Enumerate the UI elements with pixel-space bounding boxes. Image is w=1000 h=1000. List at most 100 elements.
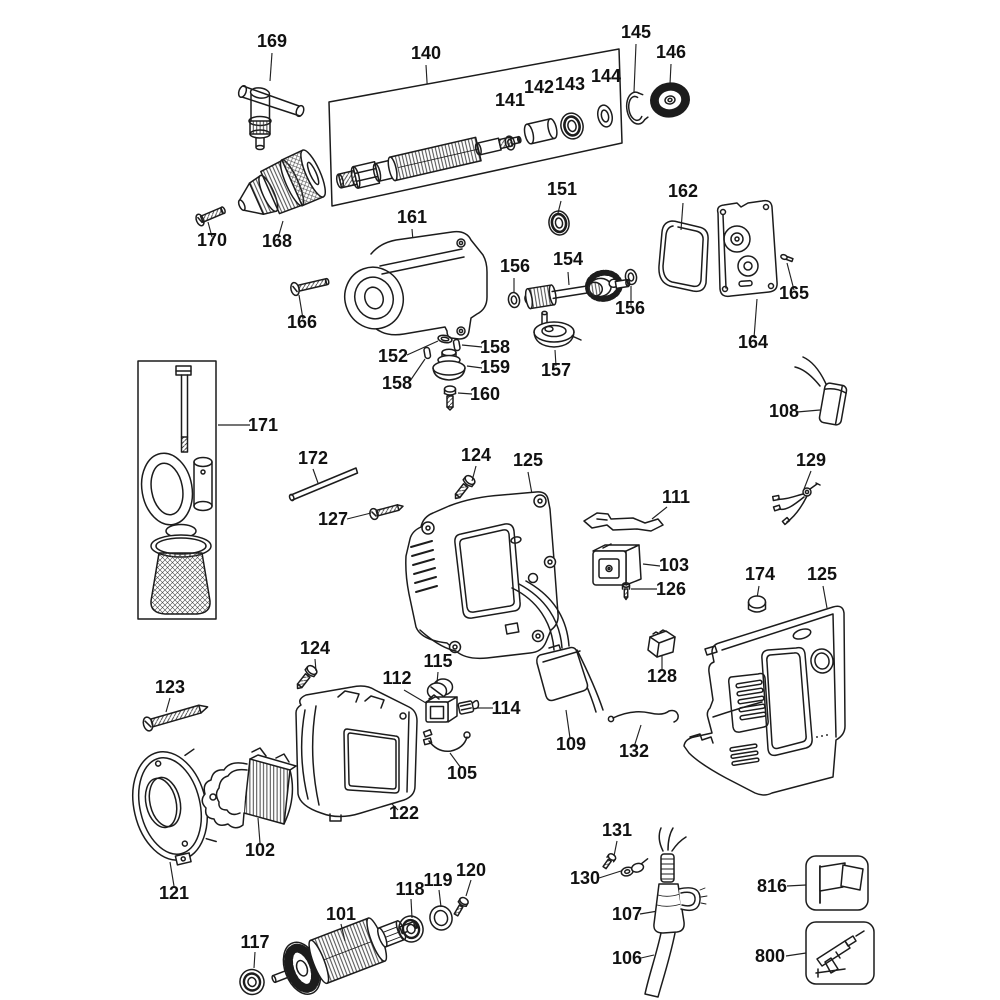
part-label-164: 164: [738, 332, 768, 352]
part-label-151: 151: [547, 179, 577, 199]
part-label-152: 152: [378, 346, 408, 366]
part-label-103: 103: [659, 555, 689, 575]
part-label-165: 165: [779, 283, 809, 303]
part-162-gasket: [658, 220, 709, 293]
leader-line: [633, 43, 637, 93]
part-141-o-ring: [504, 135, 516, 151]
leader-line: [554, 349, 557, 367]
part-label-112: 112: [382, 668, 411, 688]
part-label-156a: 156: [500, 256, 530, 276]
part-label-101: 101: [326, 904, 356, 924]
part-label-172: 172: [298, 448, 328, 468]
part-label-119: 119: [423, 870, 452, 890]
leader-line: [822, 585, 828, 609]
part-label-158a: 158: [480, 337, 510, 357]
leader-line: [680, 202, 684, 231]
part-label-109: 109: [556, 734, 586, 754]
leader-line: [312, 468, 319, 484]
part-label-816: 816: [757, 876, 787, 896]
part-144-washer: [596, 104, 614, 128]
spindle: [335, 135, 522, 189]
part-label-118: 118: [395, 879, 424, 899]
part-label-130: 130: [570, 868, 600, 888]
part-label-144: 144: [591, 66, 621, 86]
part-label-131: 131: [602, 820, 632, 840]
part-label-162: 162: [668, 181, 698, 201]
part-label-124b: 124: [300, 638, 330, 658]
part-166-screw: [290, 277, 330, 297]
part-label-124a: 124: [461, 445, 491, 465]
part-131-screw: [602, 853, 617, 870]
leader-line: [449, 752, 462, 769]
part-label-168: 168: [262, 231, 292, 251]
part-label-160: 160: [470, 384, 500, 404]
part-145-retaining-ring: [625, 91, 649, 125]
part-125-housing-outer-half: [683, 605, 846, 796]
leader-line: [527, 471, 533, 495]
leader-line: [567, 271, 570, 286]
part-120-screw: [453, 896, 469, 917]
part-label-123: 123: [155, 677, 185, 697]
leader-line: [346, 512, 372, 520]
part-107-cord-protector: [653, 827, 708, 934]
part-105-brush-spring: [422, 729, 471, 753]
leader-line: [786, 884, 807, 887]
part-126-screw: [621, 582, 631, 601]
part-label-166: 166: [287, 312, 317, 332]
flag-icon: [819, 862, 864, 904]
part-132-wire: [607, 709, 679, 723]
part-170-screw: [195, 206, 226, 227]
part-160-screw: [443, 385, 457, 411]
part-165-screw: [780, 253, 794, 263]
leader-line: [269, 52, 273, 82]
part-label-115: 115: [423, 651, 452, 671]
part-156-washer-front: [507, 291, 521, 309]
part-label-154: 154: [553, 249, 583, 269]
part-label-114: 114: [491, 698, 520, 718]
leader-line: [753, 298, 758, 339]
leader-line: [785, 952, 807, 957]
drill-icon: [815, 930, 865, 978]
part-140-spindle-group-box: [328, 48, 623, 207]
leader-line: [165, 697, 171, 713]
part-159-grommet: [432, 348, 466, 381]
part-label-145: 145: [621, 22, 651, 42]
part-124-screw-top: [454, 474, 476, 500]
leader-line: [633, 724, 642, 748]
part-117-bearing: [239, 968, 265, 996]
leader-line: [409, 358, 426, 382]
leader-line: [253, 951, 256, 969]
part-label-105: 105: [447, 763, 477, 783]
part-label-120: 120: [456, 860, 486, 880]
part-label-158b: 158: [382, 373, 412, 393]
part-label-107: 107: [612, 904, 642, 924]
part-label-174: 174: [745, 564, 775, 584]
part-143-bearing: [560, 112, 584, 140]
leader-line: [257, 817, 261, 844]
leader-line: [438, 889, 442, 908]
part-label-143: 143: [555, 74, 585, 94]
part-label-102: 102: [245, 840, 275, 860]
part-130-cord-clamp: [620, 858, 649, 877]
leader-line: [207, 221, 213, 238]
part-109-cordset: [511, 580, 604, 713]
part-158-pin-right: [452, 338, 461, 352]
part-124-screw-bottom: [296, 664, 318, 690]
part-125-housing-inner-half: [405, 491, 559, 660]
part-172-depth-rod: [288, 467, 359, 502]
part-111-bracket: [583, 512, 664, 532]
part-label-106: 106: [612, 948, 642, 968]
part-128-connector: [647, 629, 676, 658]
part-123-screw-long: [142, 704, 209, 732]
part-108-capacitor: [794, 356, 848, 426]
part-label-140: 140: [411, 43, 441, 63]
leader-line: [669, 63, 672, 85]
part-174-button: [747, 595, 767, 613]
part-labels: 169 140 141 142 143 144 145 146 170 168 …: [155, 22, 837, 968]
part-label-142: 142: [524, 77, 554, 97]
leader-line: [410, 898, 413, 919]
leader-line: [651, 506, 668, 520]
part-label-108: 108: [769, 401, 799, 421]
part-129-lead-wires: [771, 482, 821, 526]
